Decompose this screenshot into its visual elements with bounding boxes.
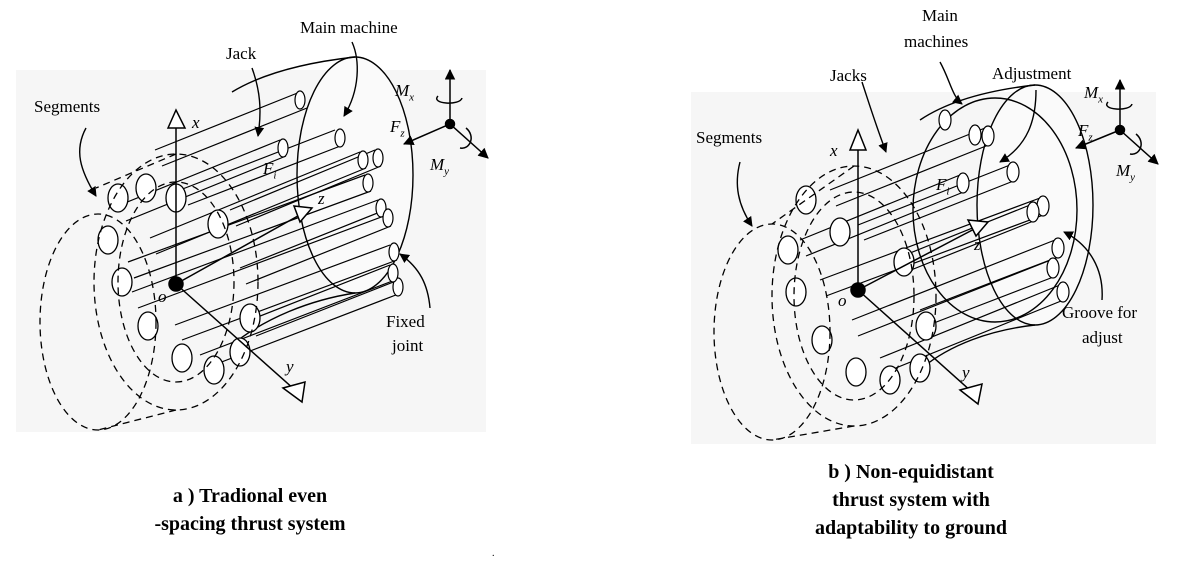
load-symbol-a <box>403 68 489 159</box>
symbol-my-b: My <box>1116 161 1136 184</box>
label-segments-b: Segments <box>696 128 763 147</box>
label-joint: joint <box>392 336 424 355</box>
footer-dot: . <box>492 548 495 559</box>
axis-z-label-a: z <box>318 189 325 208</box>
axis-y-label-a: y <box>286 357 294 376</box>
symbol-fi-b: Fi <box>936 175 950 198</box>
leaders-a <box>79 41 431 309</box>
load-symbol-b <box>1075 78 1159 165</box>
caption-a: a ) Tradional even -spacing thrust syste… <box>125 482 375 538</box>
origin-label-a: o <box>158 287 167 306</box>
label-fixed: Fixed <box>386 312 425 331</box>
caption-b-line2: thrust system with <box>832 489 990 511</box>
label-segments-a: Segments <box>34 97 101 116</box>
label-main: Main <box>922 6 958 25</box>
caption-b-line3: adaptability to ground <box>815 517 1007 539</box>
symbol-fz-a: Fz <box>390 117 405 140</box>
panel-b-drawing <box>713 61 1159 441</box>
symbol-mx-a: Mx <box>395 81 415 104</box>
label-jack: Jack <box>226 44 257 63</box>
symbol-fi-a: Fi <box>263 159 277 182</box>
label-jacks: Jacks <box>830 66 867 85</box>
leaders-b <box>736 61 1103 301</box>
symbol-fz-b: Fz <box>1078 121 1093 144</box>
axis-x-label-a: x <box>192 113 200 132</box>
axes-a <box>166 108 314 404</box>
main-machine-shell-b <box>912 84 1094 369</box>
origin-label-b: o <box>838 291 847 310</box>
label-machines: machines <box>904 32 969 51</box>
axes-b <box>848 127 990 406</box>
segments-outline-b <box>713 165 937 441</box>
label-groove-for: Groove for <box>1062 303 1138 322</box>
caption-b: b ) Non-equidistant thrust system with a… <box>786 458 1036 542</box>
label-adjustment: Adjustment <box>992 64 1072 83</box>
caption-a-line1: a ) Tradional even <box>172 485 328 507</box>
label-adjust: adjust <box>1082 328 1123 347</box>
panel-a-drawing <box>39 41 489 431</box>
caption-a-line2: -spacing thrust system <box>154 513 346 535</box>
label-main-machine: Main machine <box>300 18 398 37</box>
axis-x-label-b: x <box>830 141 838 160</box>
axis-z-label-b: z <box>974 235 981 254</box>
axis-y-label-b: y <box>962 363 970 382</box>
caption-b-line1: b ) Non-equidistant <box>828 461 994 483</box>
symbol-my-a: My <box>430 155 450 178</box>
symbol-mx-b: Mx <box>1084 83 1104 106</box>
